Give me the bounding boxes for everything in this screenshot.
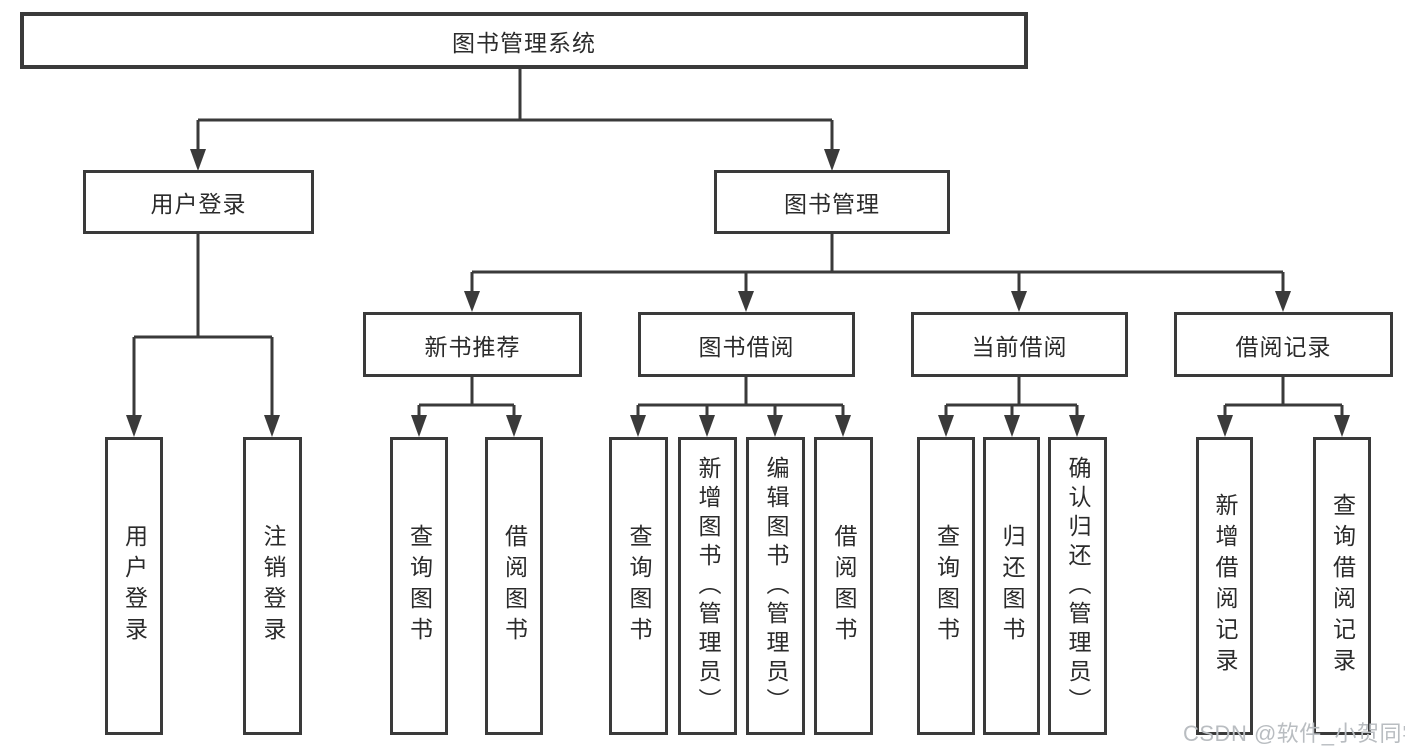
edge-root-to-level2	[196, 68, 834, 151]
node-book-borrowing-label: 图书借阅	[698, 333, 795, 360]
leaf-user-login-label: 用户登录	[121, 524, 148, 648]
node-user-login: 用户登录	[83, 170, 314, 234]
node-root-label: 图书管理系统	[452, 29, 596, 56]
arrowhead	[411, 415, 427, 437]
node-book-management-label: 图书管理	[784, 191, 880, 217]
leaf-return-book-label: 归还图书	[999, 524, 1025, 648]
leaf-borrow-book-newbook: 借阅图书	[485, 437, 543, 735]
leaf-query-book-current-label: 查询图书	[933, 524, 960, 648]
leaf-borrow-book-borrow: 借阅图书	[814, 437, 873, 735]
arrowhead	[190, 149, 206, 171]
arrowhead	[1334, 415, 1350, 437]
leaf-confirm-return-admin-label: 确认归还（管理员）	[1065, 455, 1091, 717]
arrowheads	[126, 149, 1350, 437]
leaf-query-book-current: 查询图书	[917, 437, 975, 735]
csdn-watermark: CSDN @软件_小贺同学	[1183, 721, 1405, 746]
leaf-return-book: 归还图书	[983, 437, 1040, 735]
node-new-book-recommend-label: 新书推荐	[424, 333, 521, 360]
edge-current-to-children	[944, 377, 1079, 417]
leaf-edit-book-admin-label: 编辑图书（管理员）	[763, 455, 789, 717]
node-user-login-label: 用户登录	[150, 191, 247, 217]
leaf-query-book-newbook: 查询图书	[390, 437, 448, 735]
arrowhead	[1217, 415, 1233, 437]
node-current-borrowing: 当前借阅	[911, 312, 1128, 377]
leaf-query-book-borrow: 查询图书	[609, 437, 668, 735]
leaf-confirm-return-admin: 确认归还（管理员）	[1048, 437, 1107, 735]
node-book-borrowing: 图书借阅	[638, 312, 855, 377]
node-book-management: 图书管理	[714, 170, 950, 234]
node-borrowing-records: 借阅记录	[1174, 312, 1393, 377]
leaf-query-book-newbook-label: 查询图书	[406, 524, 433, 648]
leaf-logout-label: 注销登录	[260, 524, 286, 648]
edge-borrow-to-children	[636, 377, 845, 417]
arrowhead	[938, 415, 954, 437]
leaf-add-book-admin-label: 新增图书（管理员）	[695, 455, 721, 717]
node-new-book-recommend: 新书推荐	[363, 312, 582, 377]
node-current-borrowing-label: 当前借阅	[971, 333, 1068, 360]
arrowhead	[630, 415, 646, 437]
leaf-add-borrow-record-label: 新增借阅记录	[1212, 493, 1238, 679]
leaf-query-borrow-record-label: 查询借阅记录	[1329, 493, 1356, 679]
edge-login-to-children	[132, 234, 274, 417]
leaf-query-book-borrow-label: 查询图书	[626, 524, 652, 648]
leaf-edit-book-admin: 编辑图书（管理员）	[746, 437, 805, 735]
leaf-add-borrow-record: 新增借阅记录	[1196, 437, 1253, 735]
arrowhead	[1069, 415, 1085, 437]
leaf-logout: 注销登录	[243, 437, 302, 735]
arrowhead	[699, 415, 715, 437]
arrowhead	[1275, 291, 1291, 312]
arrowhead	[464, 291, 480, 312]
arrowhead	[264, 415, 280, 437]
arrowhead	[738, 291, 754, 312]
leaf-user-login: 用户登录	[105, 437, 163, 735]
arrowhead	[767, 415, 783, 437]
arrowhead	[1011, 291, 1027, 312]
arrowhead	[126, 415, 142, 437]
arrowhead	[506, 415, 522, 437]
arrowhead	[835, 415, 851, 437]
arrowhead	[824, 149, 840, 171]
node-root-system: 图书管理系统	[20, 12, 1028, 69]
node-borrowing-records-label: 借阅记录	[1235, 333, 1332, 360]
edge-records-to-children	[1223, 377, 1344, 417]
edge-mgmt-to-groups	[470, 234, 1285, 293]
arrowhead	[1004, 415, 1020, 437]
leaf-borrow-book-newbook-label: 借阅图书	[501, 524, 528, 648]
leaf-query-borrow-record: 查询借阅记录	[1313, 437, 1371, 735]
leaf-borrow-book-borrow-label: 借阅图书	[831, 524, 857, 648]
leaf-add-book-admin: 新增图书（管理员）	[678, 437, 737, 735]
edge-newbook-to-children	[417, 377, 516, 417]
